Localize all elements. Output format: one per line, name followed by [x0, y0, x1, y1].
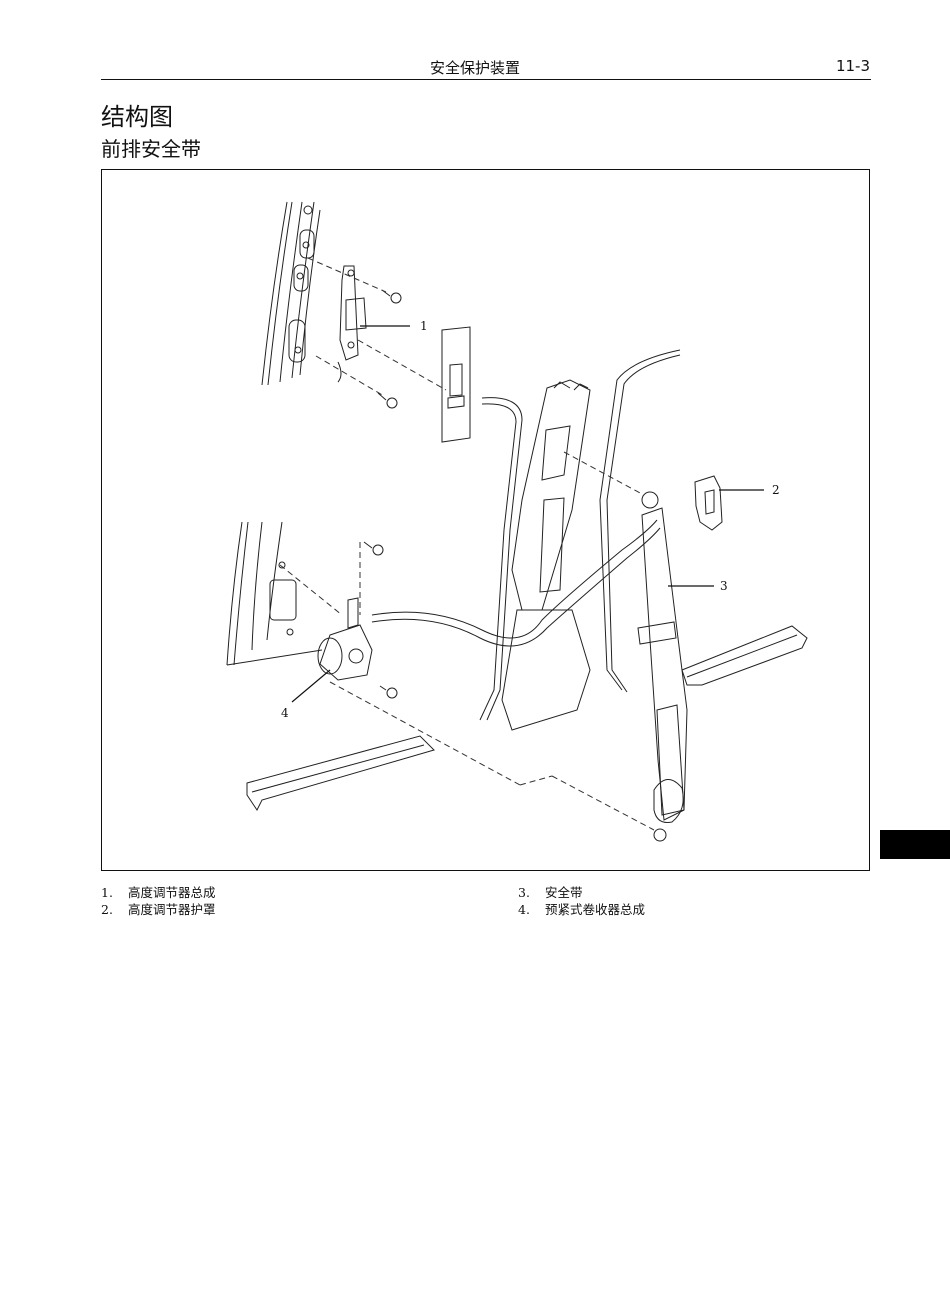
seatbelt-exploded-drawing: 1 2 3 4: [226, 201, 808, 842]
bolt-mid: [363, 541, 384, 556]
seat-belt-part: [637, 491, 688, 842]
legend-number: 1.: [101, 885, 113, 900]
callout-3: 3: [720, 579, 728, 593]
exploded-view-figure: 1 2 3 4: [101, 169, 870, 871]
retractor-part: [317, 597, 373, 681]
scuff-plate-right: [681, 625, 808, 686]
lower-body-panel: [226, 521, 323, 666]
page-number: 11-3: [835, 57, 870, 75]
legend-label: 安全带: [545, 885, 583, 900]
legend-label: 高度调节器护罩: [128, 902, 216, 917]
scuff-plate-left: [246, 735, 435, 811]
section-title: 结构图: [101, 103, 173, 131]
legend-number: 2.: [101, 902, 113, 917]
running-header-title: 安全保护装置: [429, 59, 520, 77]
legend-label: 高度调节器总成: [128, 885, 216, 900]
legend-item: 2. 高度调节器护罩: [101, 901, 216, 918]
legend-number: 4.: [518, 902, 530, 917]
legend-item: 4. 预紧式卷收器总成: [518, 901, 645, 918]
bolt-retractor: [379, 685, 398, 699]
callout-4: 4: [281, 706, 289, 720]
callout-1: 1: [420, 319, 428, 333]
upper-pillar-panel: [261, 201, 321, 386]
bolt-lower: [377, 392, 398, 409]
legend-number: 3.: [518, 885, 530, 900]
legend-left-column: 1. 高度调节器总成 2. 高度调节器护罩: [101, 884, 216, 918]
pillar-trim: [479, 349, 681, 731]
belt-webbing-lower: [371, 519, 661, 647]
legend-item: 1. 高度调节器总成: [101, 884, 216, 901]
legend-label: 预紧式卷收器总成: [545, 902, 646, 917]
guide-lines: [279, 257, 655, 831]
subsection-title: 前排安全带: [101, 137, 201, 161]
header-divider: [101, 79, 871, 80]
callout-2: 2: [772, 483, 780, 497]
legend-item: 3. 安全带: [518, 884, 645, 901]
upper-trim-cover: [441, 326, 471, 443]
adjuster-cover-part: [694, 475, 723, 531]
height-adjuster-part: [337, 265, 367, 383]
legend-right-column: 3. 安全带 4. 预紧式卷收器总成: [518, 884, 645, 918]
chapter-tab-marker: [880, 830, 950, 859]
